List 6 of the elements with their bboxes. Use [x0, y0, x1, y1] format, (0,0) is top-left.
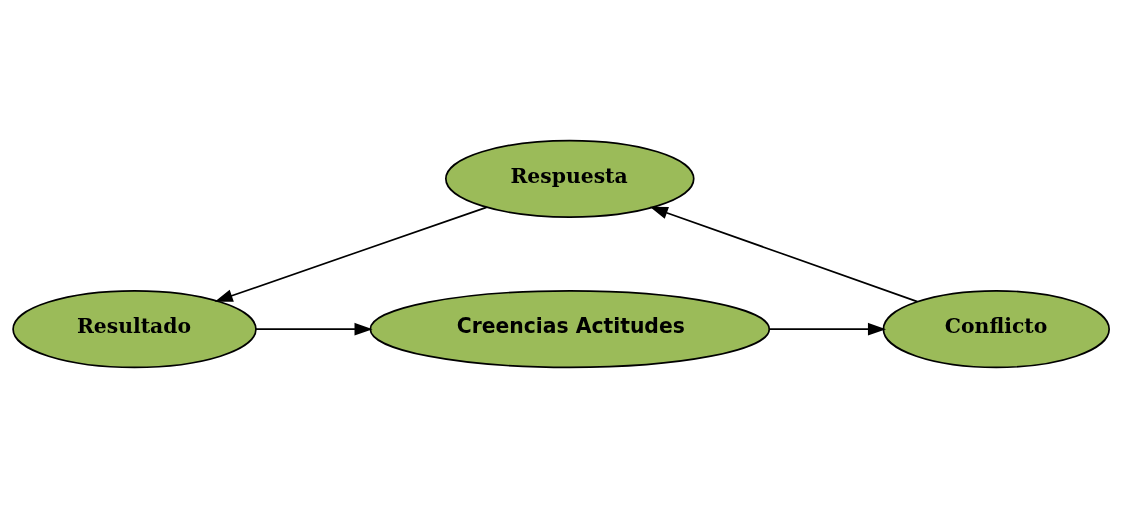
arrow	[768, 322, 887, 335]
arrow	[649, 206, 919, 302]
arrow	[214, 206, 488, 302]
arrow	[255, 322, 373, 335]
node-ellipse: Creencias Actitudes	[369, 289, 771, 368]
node-ellipse: Conflicto	[882, 289, 1110, 368]
